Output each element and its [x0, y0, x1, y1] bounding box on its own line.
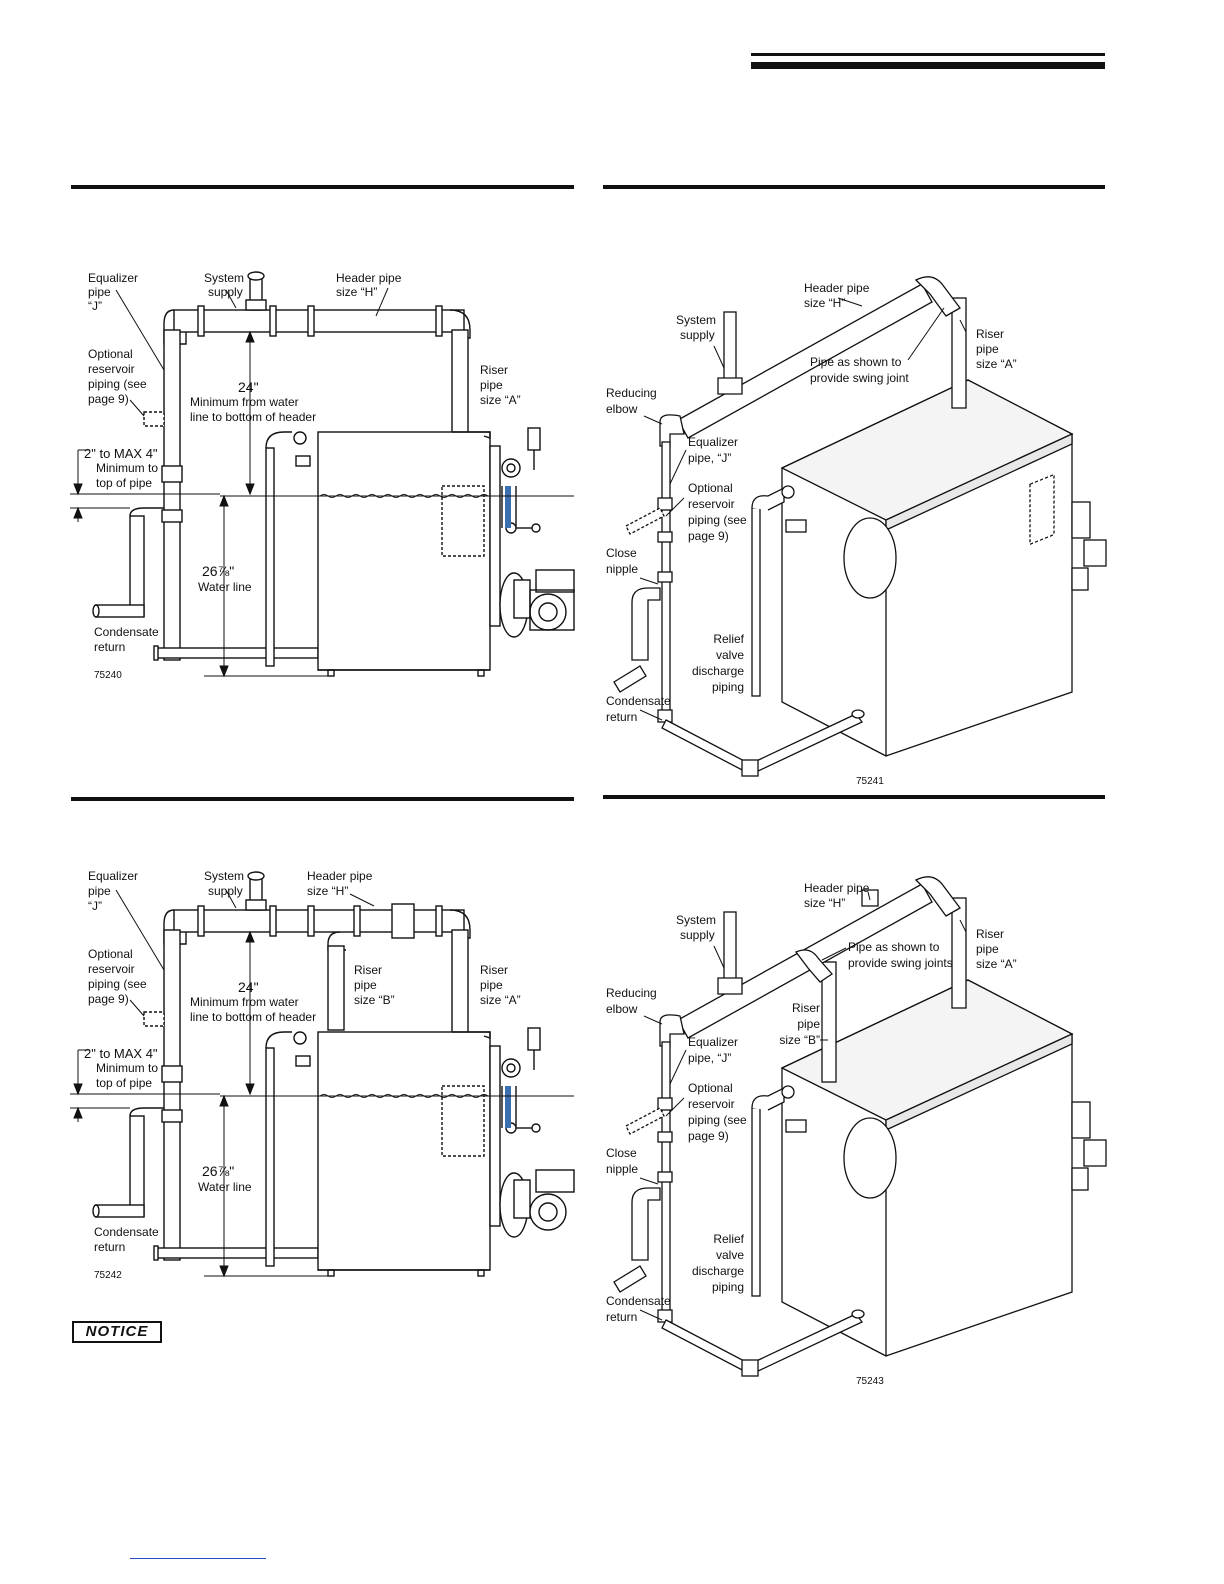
fig4-id: 75243: [856, 1376, 884, 1387]
fig1-range: 2" to MAX 4": [84, 446, 158, 461]
section-rule-top-left: [71, 185, 574, 189]
header-rule-thin: [751, 53, 1105, 56]
sight-glass: [505, 1086, 511, 1128]
fig3-water-height: 26⅞": [202, 1163, 234, 1179]
fig3-id: 75242: [94, 1270, 122, 1281]
fig1-min24: 24": [238, 379, 259, 395]
sight-glass: [505, 486, 511, 528]
fig3-range: 2" to MAX 4": [84, 1046, 158, 1061]
footer-link-underline: [130, 1558, 266, 1559]
fig1-water-height: 26⅞": [202, 563, 234, 579]
section-rule-bottom-left: [71, 797, 574, 801]
section-rule-bottom-right: [603, 795, 1105, 799]
fig3-min24: 24": [238, 979, 259, 995]
notice-badge: NOTICE: [72, 1321, 162, 1343]
fig1-id: 75240: [94, 670, 122, 681]
fig2-id: 75241: [856, 776, 884, 787]
fig1-water-line: Water line: [198, 580, 252, 594]
header-rule-thick: [751, 62, 1105, 69]
fig3-water-line: Water line: [198, 1180, 252, 1194]
section-rule-top-right: [603, 185, 1105, 189]
